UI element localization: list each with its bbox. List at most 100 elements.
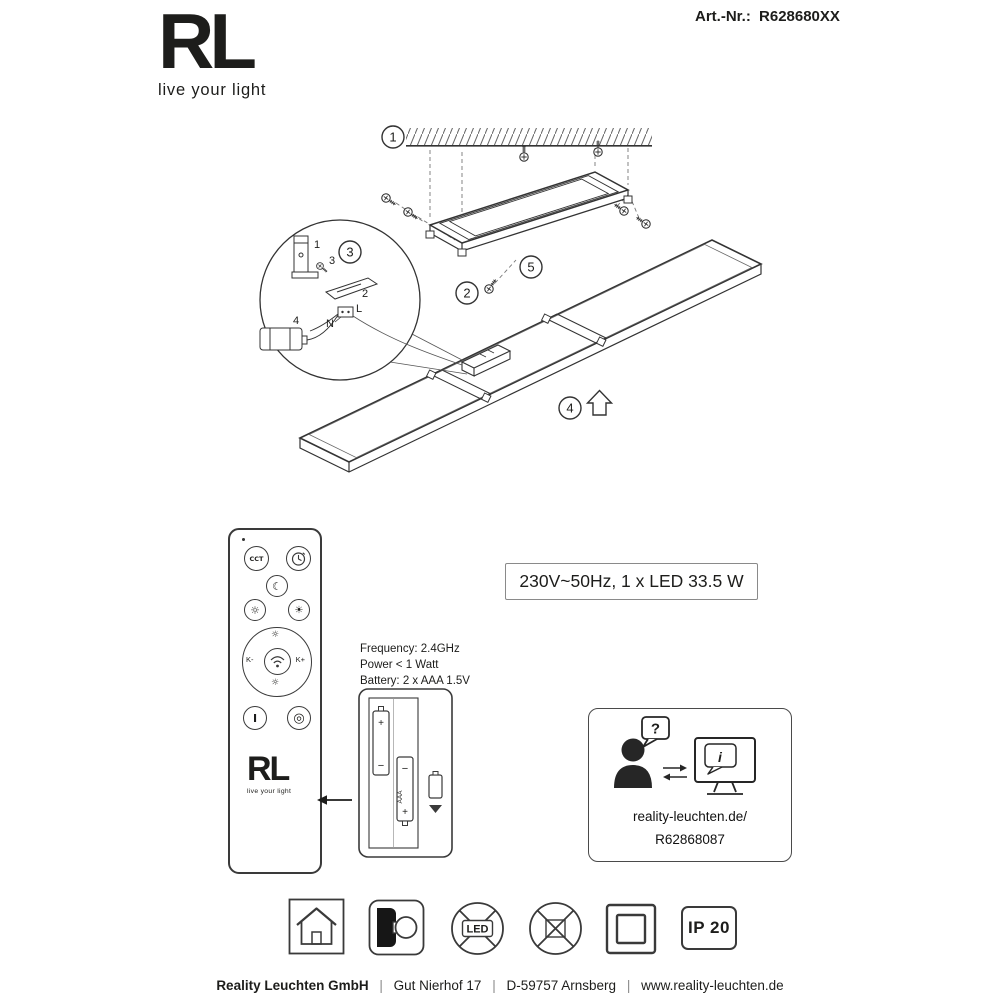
ring-sun-top-icon: ☼ <box>270 630 280 640</box>
k-minus-label: K- <box>246 655 254 664</box>
step-marker-1: 1 <box>381 125 405 149</box>
remote-logo: RL <box>247 750 290 788</box>
insert-direction-arrow <box>317 795 352 805</box>
k-plus-label: K+ <box>295 655 305 664</box>
power-on-button: I <box>243 706 267 730</box>
article-number: Art.-Nr.: R628680XX <box>695 8 840 25</box>
lift-arrow <box>585 389 614 416</box>
wifi-icon <box>270 656 284 668</box>
svg-text:5: 5 <box>527 260 534 275</box>
svg-text:4: 4 <box>566 401 573 416</box>
spec-frequency: Frequency: 2.4GHz <box>360 643 460 655</box>
article-number-label: Art.-Nr.: <box>695 8 751 25</box>
cct-label: CCT <box>249 554 264 563</box>
power-on-label: I <box>252 711 258 725</box>
night-mode-button: ☾ <box>266 575 288 597</box>
battery-aaa-right: + − AAA <box>396 756 414 826</box>
monitor-icon: i <box>694 737 756 795</box>
svg-text:i: i <box>718 749 723 765</box>
live-wire-label: L <box>356 303 362 315</box>
ip-rating-text: IP 20 <box>688 918 730 937</box>
brand-logo: RL live your light <box>158 2 266 100</box>
ceiling-hatch <box>406 128 652 147</box>
radio-specs: Frequency: 2.4GHz Power < 1 Watt Battery… <box>360 641 470 689</box>
footer-separator: | <box>379 978 383 993</box>
indicator-dot <box>242 538 245 541</box>
class-2-icon <box>604 902 658 956</box>
dim-button: ☼ <box>244 599 266 621</box>
svg-text:?: ? <box>651 721 660 738</box>
step-marker-5: 5 <box>519 255 543 279</box>
svg-text:1: 1 <box>389 130 396 145</box>
step-marker-3: 3 <box>338 240 362 264</box>
remote-control: CCT ☾ ☼ ☀ ☼ K- K+ ☼ <box>228 528 322 874</box>
brand-logo-letters: RL <box>158 0 257 85</box>
footer-separator: | <box>626 978 631 993</box>
footer-company: Reality Leuchten GmbH <box>216 978 369 993</box>
svg-text:2: 2 <box>463 286 470 301</box>
svg-text:LED: LED <box>467 924 489 936</box>
led-not-replaceable-icon: LED <box>449 900 506 957</box>
cct-ring <box>242 627 312 697</box>
neutral-wire-label: N <box>326 318 334 330</box>
panel-driver-box <box>460 344 512 377</box>
sun-bright-icon: ☀ <box>294 604 304 616</box>
spec-battery: Battery: 2 x AAA 1.5V <box>360 675 470 687</box>
wiring-parts <box>259 235 463 366</box>
step-marker-4: 4 <box>558 396 582 420</box>
timer-icon <box>291 552 306 566</box>
panel-rails <box>425 313 607 404</box>
step-marker-2: 2 <box>455 281 479 305</box>
battery-insert-indicator <box>428 771 443 813</box>
battery-aaa-left: + − <box>372 706 390 776</box>
detail-leader-lines <box>389 333 468 375</box>
ip-rating-badge: IP 20 <box>681 906 737 950</box>
support-box: ? i reality-leuchten.de/ R62868087 <box>588 708 792 862</box>
power-rating-text: 230V~50Hz, 1 x LED 33.5 W <box>519 571 744 591</box>
svg-text:+: + <box>402 807 408 818</box>
power-off-button: ◎ <box>287 706 311 730</box>
person-figure <box>614 738 652 788</box>
part-label-4: 4 <box>293 315 299 327</box>
svg-text:3: 3 <box>346 245 353 260</box>
brand-tagline-text: live your light <box>158 81 267 100</box>
svg-text:+: + <box>378 718 384 729</box>
timer-button <box>286 546 311 571</box>
cct-button: CCT <box>244 546 269 571</box>
support-url: reality-leuchten.de/ <box>632 809 748 824</box>
wiring-detail: 1 3 2 L N 4 <box>259 219 463 381</box>
part-label-1: 1 <box>314 239 320 251</box>
part-label-3: 3 <box>329 255 335 267</box>
power-rating-box: 230V~50Hz, 1 x LED 33.5 W <box>505 563 758 600</box>
svg-text:AAA: AAA <box>397 790 404 804</box>
brighten-button: ☀ <box>288 599 310 621</box>
part-label-2: 2 <box>362 288 368 300</box>
brand-tagline: live your light <box>158 81 266 100</box>
luminaire-bulb-icon <box>368 899 425 956</box>
remote-logo-tagline: live your light <box>247 788 292 795</box>
wiring-labels: 1 3 2 L N 4 <box>293 239 368 330</box>
svg-text:−: − <box>378 760 384 772</box>
wifi-button <box>263 648 291 675</box>
led-panel <box>298 239 763 473</box>
battery-compartment-diagram: + − + − AAA <box>358 688 453 858</box>
article-number-value: R628680XX <box>759 8 840 25</box>
footer: Reality Leuchten GmbH | Gut Nierhof 17 |… <box>0 978 1000 993</box>
question-bubble: ? <box>641 716 670 748</box>
footer-website: www.reality-leuchten.de <box>641 978 784 993</box>
sun-dim-icon: ☼ <box>250 603 260 617</box>
support-code: R62868087 <box>655 832 725 847</box>
do-not-cover-icon <box>527 900 584 957</box>
moon-icon: ☾ <box>272 579 282 593</box>
footer-separator: | <box>492 978 496 993</box>
spec-power: Power < 1 Watt <box>360 659 439 671</box>
brand-logo-text: RL <box>158 2 266 80</box>
installation-diagram: 1 3 2 L N 4 1 2 3 5 <box>259 125 763 473</box>
footer-city: D-59757 Arnsberg <box>506 978 617 993</box>
svg-text:−: − <box>402 763 408 775</box>
footer-street: Gut Nierhof 17 <box>393 978 482 993</box>
step-markers: 1 2 3 5 4 <box>338 125 582 420</box>
power-off-icon: ◎ <box>293 710 305 726</box>
support-illustration: ? i <box>614 716 756 795</box>
